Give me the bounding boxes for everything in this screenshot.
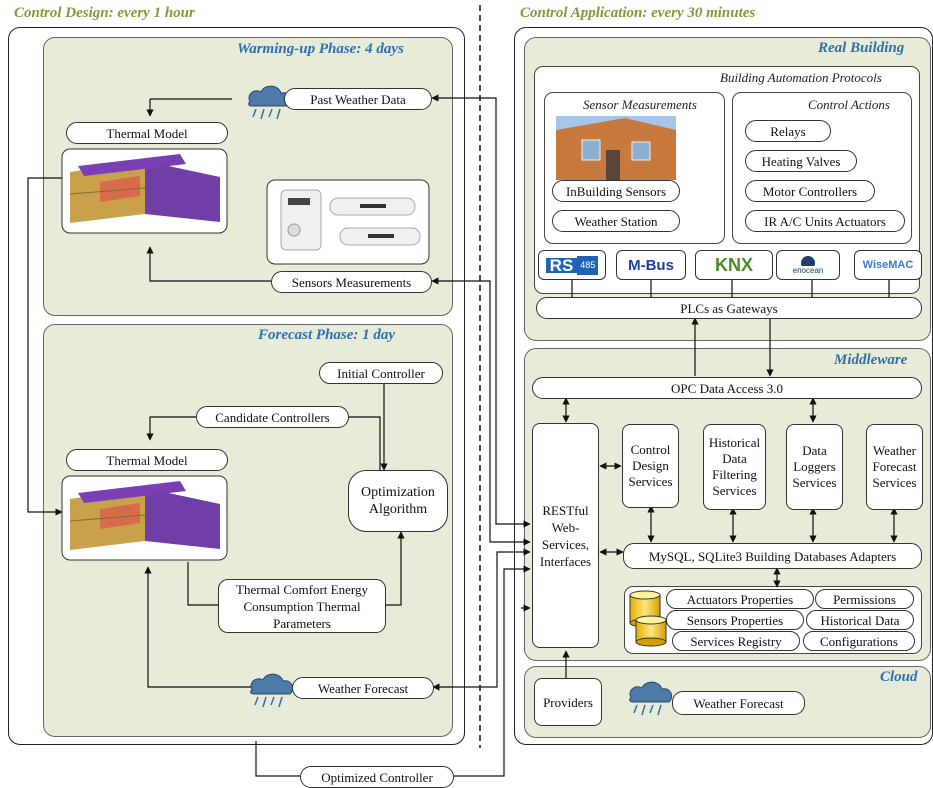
control-design-header: Control Design: every 1 hour [14,5,195,21]
thermal-model-node: Thermal Model [66,122,228,144]
enocean-logo: enocean [776,250,840,280]
database-adapters-node: MySQL, SQLite3 Building Databases Adapte… [623,543,922,569]
actuators-properties-item: Actuators Properties [666,589,814,609]
sensors-measurements-node: Sensors Measurements [271,271,432,293]
sensor-devices-image [266,179,430,265]
cloud-title: Cloud [880,669,918,685]
knx-logo: KNX [695,250,773,280]
weather-forecast-services-node: Weather Forecast Services [866,424,923,510]
cloud-weather-forecast-node: Weather Forecast [672,691,805,715]
middleware-title: Middleware [834,352,908,368]
rain-cloud-icon [248,85,292,120]
providers-node: Providers [534,678,602,726]
services-registry-item: Services Registry [672,631,800,651]
optimization-algorithm-node: Optimization Algorithm [348,470,448,532]
real-building-title: Real Building [818,40,905,56]
control-actions-title: Control Actions [808,97,890,112]
rs485-logo: RS 485 [538,250,606,280]
building-model-image [61,148,228,234]
configurations-item: Configurations [803,631,915,651]
enocean-mark-icon [801,255,815,266]
database-cylinder-icon [629,590,667,647]
heating-valves-node: Heating Valves [745,150,857,172]
weather-forecast-node: Weather Forecast [292,677,434,699]
candidate-controllers-node: Candidate Controllers [196,406,349,428]
sensors-properties-item: Sensors Properties [666,610,804,630]
control-design-services-node: Control Design Services [622,424,679,508]
ir-ac-actuators-node: IR A/C Units Actuators [745,210,905,232]
rain-cloud-icon [629,681,673,716]
inbuilding-sensors-node: InBuilding Sensors [552,180,680,202]
initial-controller-node: Initial Controller [319,362,443,384]
relays-node: Relays [745,120,831,142]
weather-station-node: Weather Station [552,210,680,232]
historical-data-filtering-services-node: Historical Data Filtering Services [703,424,766,510]
opc-data-access-node: OPC Data Access 3.0 [532,377,922,399]
thermal-model-node: Thermal Model [66,449,228,471]
restful-services-node: RESTful Web-Services, Interfaces [532,423,599,648]
enocean-label: enocean [792,265,824,275]
permissions-item: Permissions [815,589,914,609]
mbus-logo: M-Bus [616,250,686,280]
control-application-header: Control Application: every 30 minutes [520,5,756,21]
wisemac-logo: WiseMAC [854,250,922,280]
motor-controllers-node: Motor Controllers [745,180,875,202]
model-outputs-node: Thermal Comfort Energy Consumption Therm… [218,579,386,633]
plcs-gateways-node: PLCs as Gateways [536,297,922,319]
rs-485-label: 485 [577,255,599,275]
protocols-title: Building Automation Protocols [720,70,882,85]
building-photo-image [556,116,676,180]
data-loggers-services-node: Data Loggers Services [786,424,843,510]
rs-label: RS [545,257,578,274]
building-model-image [61,475,228,561]
warmup-phase-title: Warming-up Phase: 4 days [237,41,404,57]
forecast-phase-title: Forecast Phase: 1 day [258,327,396,343]
past-weather-data-node: Past Weather Data [284,88,432,110]
rain-cloud-icon [250,673,294,708]
historical-data-item: Historical Data [806,610,914,630]
optimized-controller-node: Optimized Controller [300,766,454,788]
sensor-measurements-title: Sensor Measurements [583,97,697,112]
